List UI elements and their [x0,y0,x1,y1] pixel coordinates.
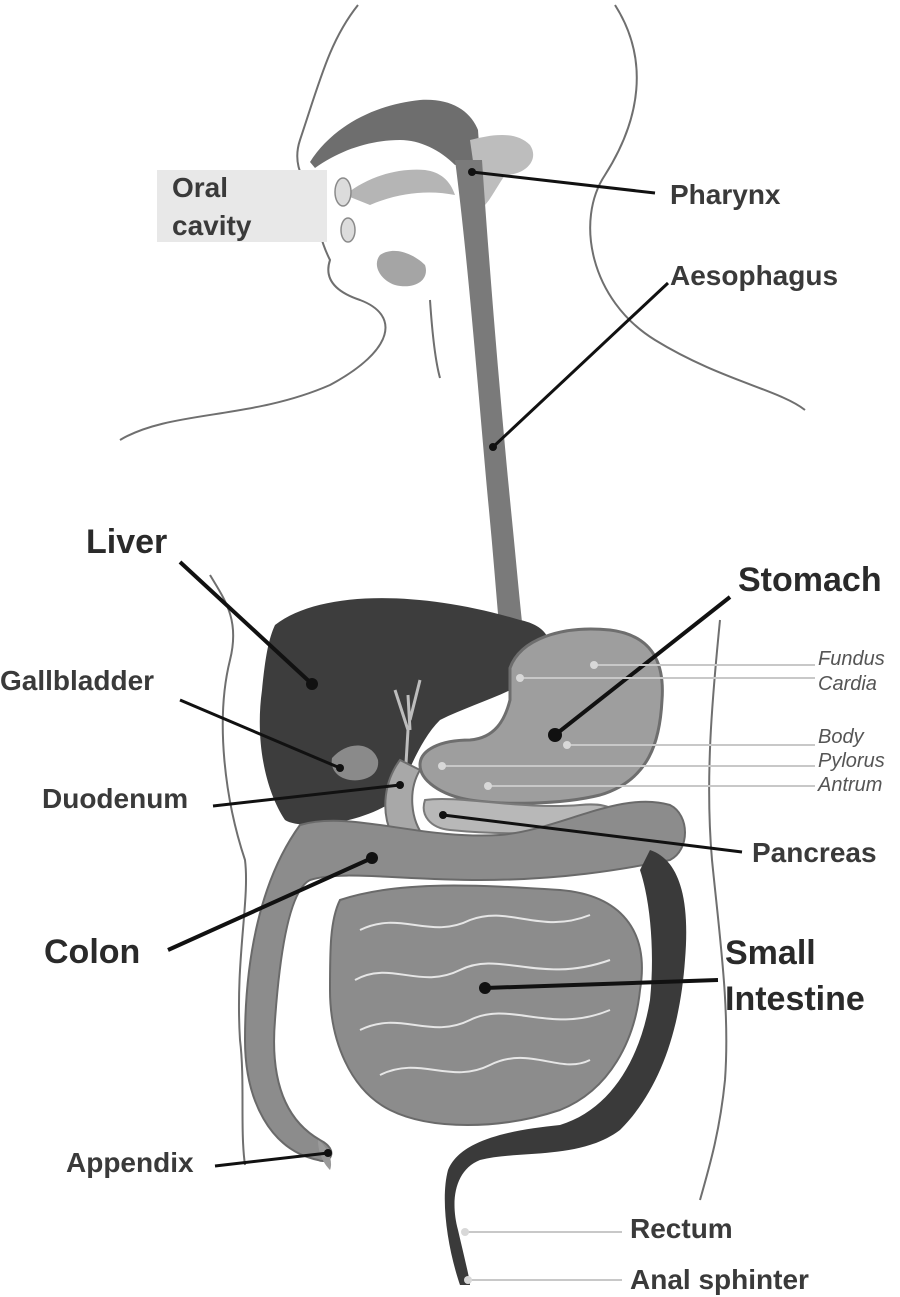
duodenum-label: Duodenum [42,783,188,814]
pylorus-label: Pylorus [818,750,885,772]
pancreas-label: Pancreas [752,837,877,868]
pharynx-label: Pharynx [670,179,781,210]
appendix-label: Appendix [66,1147,194,1178]
gallbladder-label: Gallbladder [0,665,154,696]
anal-sphincter-label: Anal sphinter [630,1264,809,1295]
fundus-label: Fundus [818,648,885,670]
labels: Oral cavity Pharynx Aesophagus Liver Sto… [0,172,885,1295]
aesophagus-label: Aesophagus [670,260,838,291]
antrum-label: Antrum [817,774,882,796]
small-intestine-label-line1: Small [725,934,816,972]
small-intestine-label: Small [725,934,816,972]
colon-label: Colon [44,933,140,971]
oral-cavity-label: Oral [172,172,228,203]
oral-cavity-label-line1: Oral [172,172,228,203]
rectum-label: Rectum [630,1213,733,1244]
body-label: Body [818,726,865,748]
oral-tract [310,100,533,287]
cardia-label: Cardia [818,673,877,695]
esophagus-shape [455,160,528,680]
liver-label: Liver [86,523,167,561]
stomach-label: Stomach [738,561,882,599]
small-intestine-label-line2: Intestine [725,980,865,1018]
small-intestine-shape [330,886,642,1125]
oral-cavity-label-line2: cavity [172,210,252,241]
